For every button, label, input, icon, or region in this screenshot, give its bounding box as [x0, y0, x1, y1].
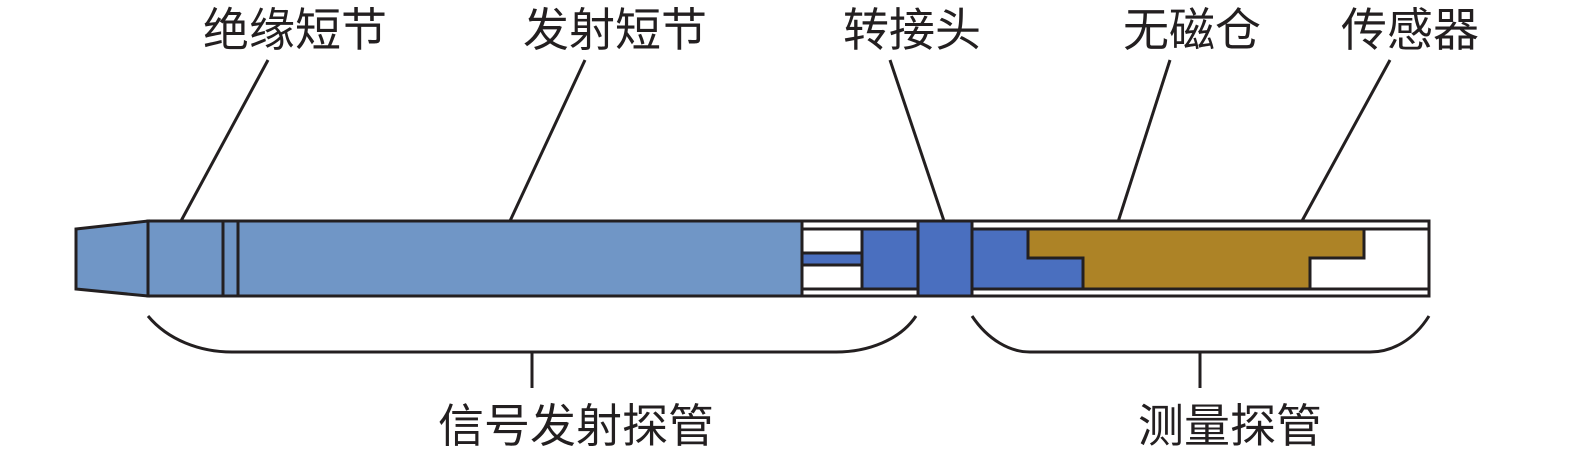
sensor-body — [1026, 227, 1366, 291]
brace-measurement-probe — [970, 315, 1431, 354]
brace-signal-probe — [146, 315, 918, 354]
connector-block — [860, 227, 920, 291]
connecting-rod — [800, 251, 864, 267]
label-transmitter-sub: 发射短节 — [523, 3, 707, 57]
label-signal-probe: 信号发射探管 — [438, 399, 714, 453]
signal-probe-body — [146, 219, 804, 298]
nose-cone — [74, 219, 150, 298]
leader-transmitter-sub — [508, 59, 587, 222]
label-adapter: 转接头 — [843, 3, 981, 57]
leader-nonmagnetic-chamber — [1116, 59, 1172, 223]
label-sensor: 传感器 — [1341, 3, 1479, 57]
adapter-body — [916, 219, 974, 298]
label-measurement-probe: 测量探管 — [1138, 399, 1322, 453]
leader-insulation-sub — [179, 59, 270, 222]
label-insulation-sub: 绝缘短节 — [203, 3, 387, 57]
leader-adapter — [888, 59, 946, 222]
label-nonmagnetic-chamber: 无磁仓 — [1123, 3, 1261, 57]
